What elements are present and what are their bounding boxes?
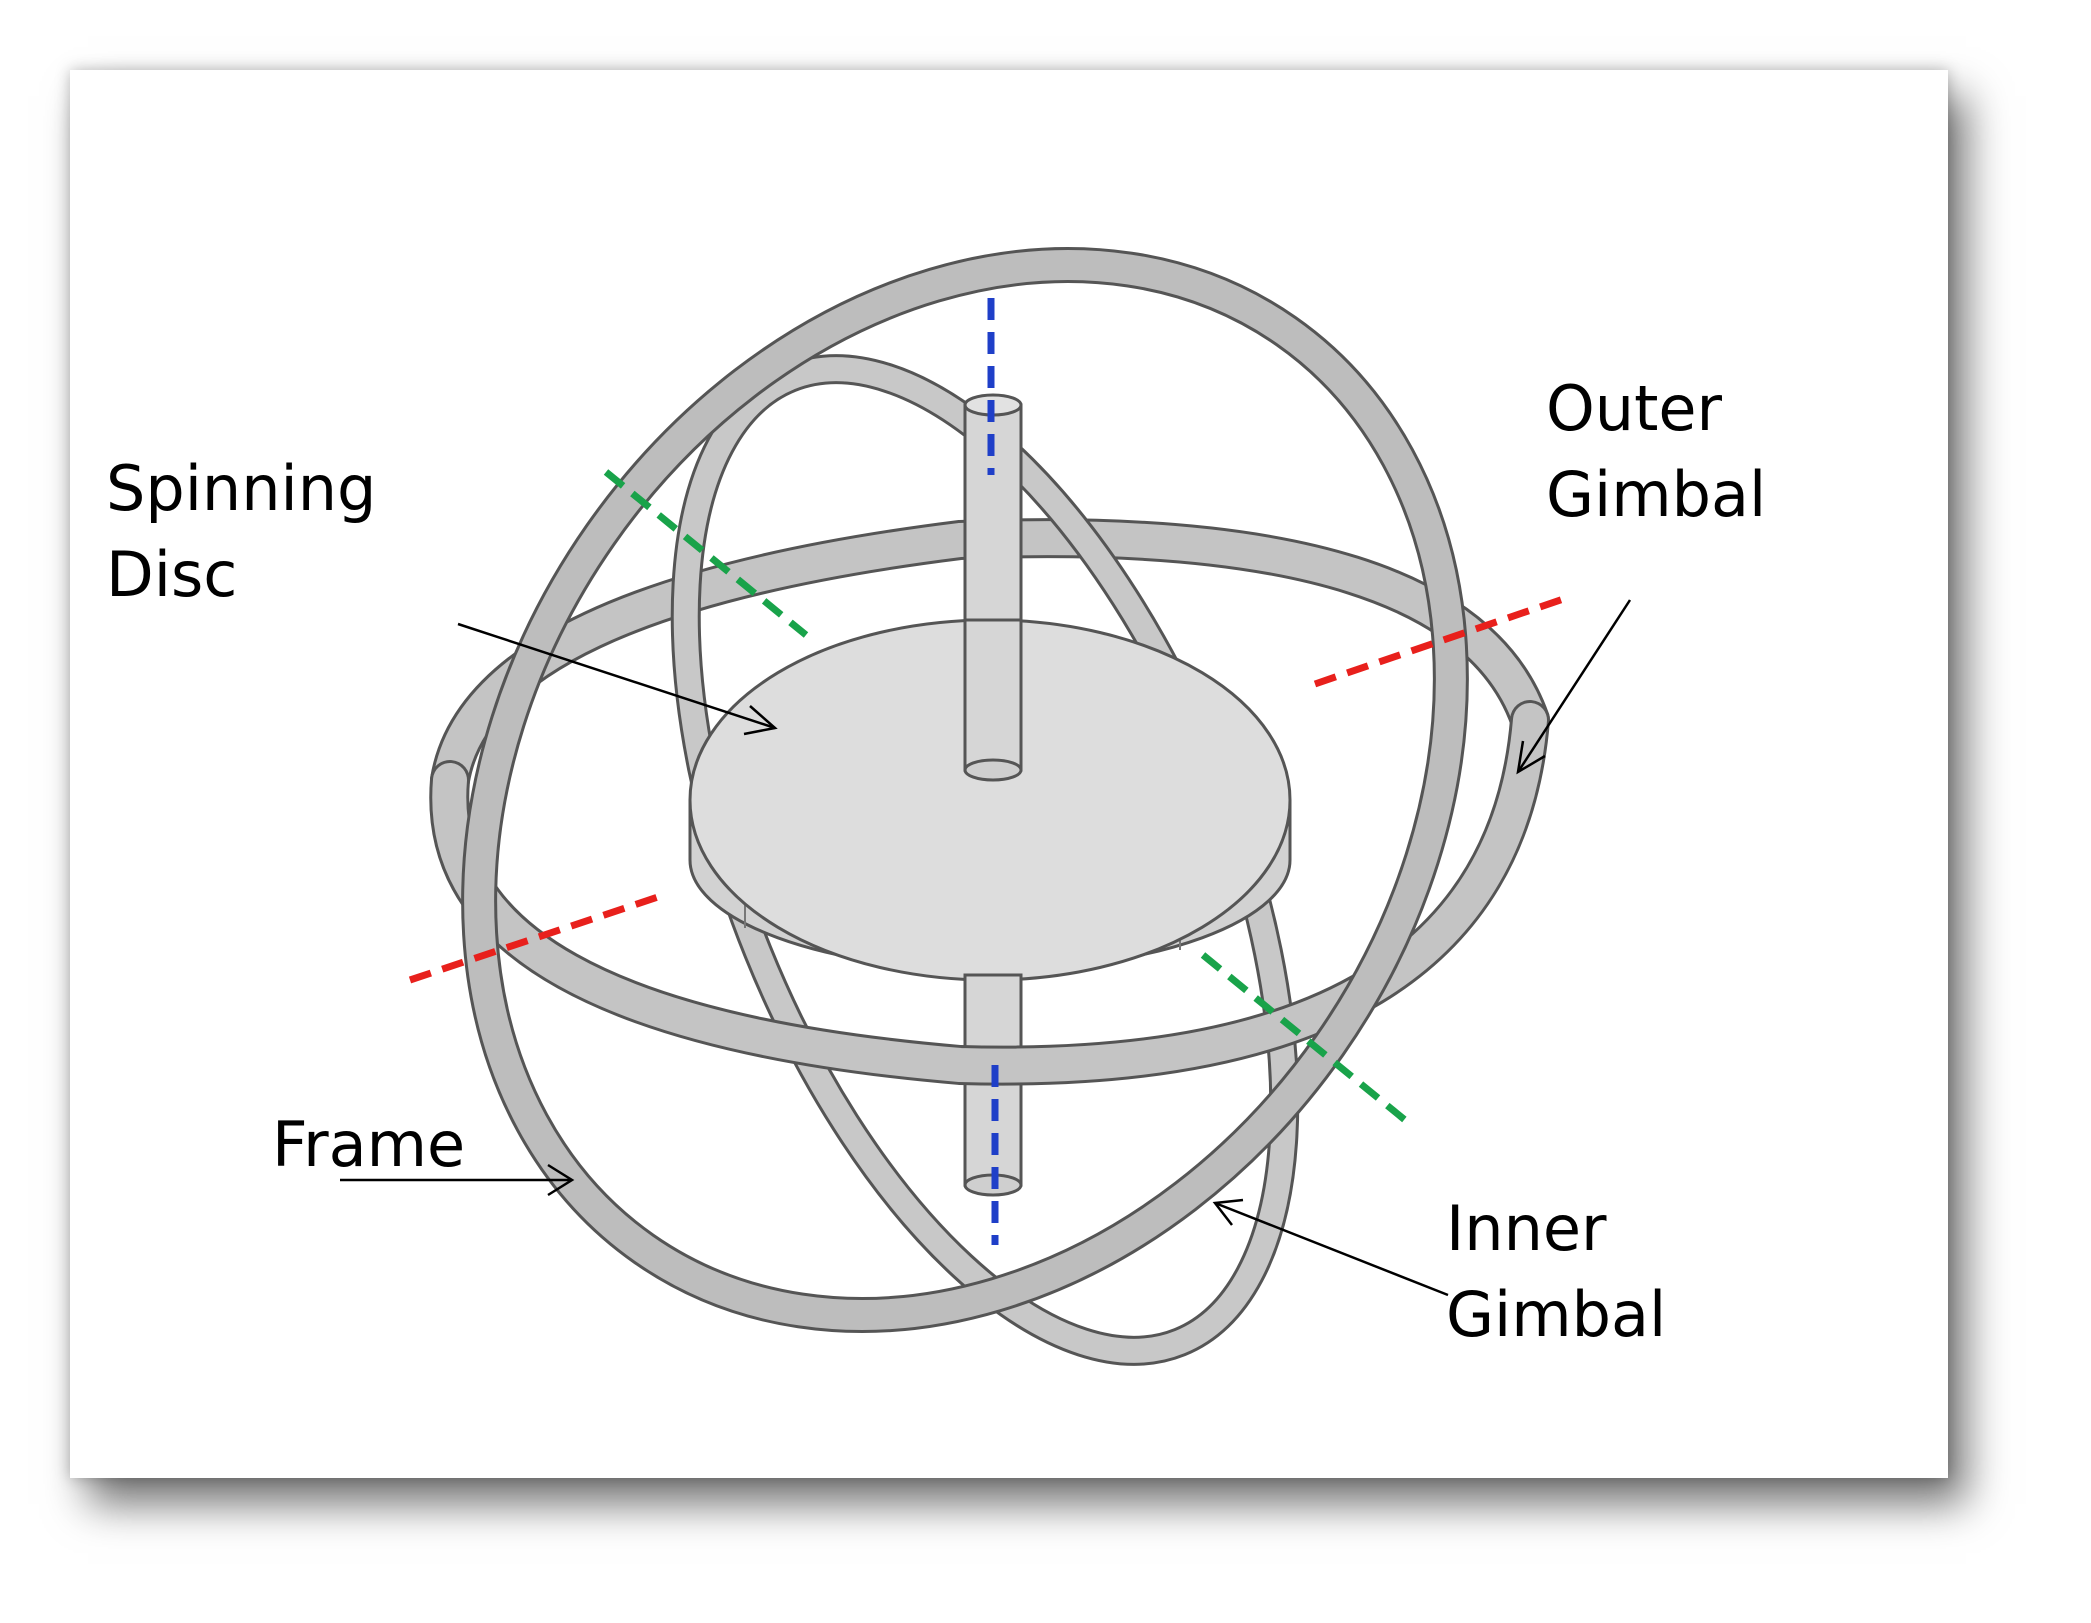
outer-gimbal-axis-right [1313, 592, 1574, 688]
inner-gimbal-arrow [1212, 1198, 1449, 1297]
outer-gimbal-label-line1: Outer [1546, 372, 1723, 445]
frame-ring [461, 247, 1469, 1333]
outer-gimbal-arrow [1516, 599, 1632, 775]
frame-label-line1: Frame [272, 1108, 466, 1181]
inner-gimbal-label-line1: Inner [1446, 1192, 1607, 1265]
outer-gimbal-ring-front [429, 700, 1550, 1086]
outer-gimbal-label-line2: Gimbal [1546, 458, 1767, 531]
inner-gimbal-axis-bottom [1200, 952, 1408, 1123]
frame-label: Frame [272, 1102, 465, 1188]
spinning-disc-label: Spinning Disc [106, 446, 376, 618]
outer-gimbal-axis-left [408, 890, 669, 984]
inner-gimbal-axis-top [603, 469, 809, 638]
inner-gimbal-label-line2: Gimbal [1446, 1278, 1667, 1351]
spinning-disc-label-line2: Disc [106, 538, 238, 611]
outer-gimbal-label: Outer Gimbal [1546, 366, 1766, 538]
inner-gimbal-label: Inner Gimbal [1446, 1186, 1666, 1358]
spinning-disc-arrow [457, 622, 778, 736]
spinning-disc-label-line1: Spinning [106, 452, 377, 525]
spinning-disc [688, 618, 1292, 982]
frame-arrow [340, 1163, 575, 1197]
